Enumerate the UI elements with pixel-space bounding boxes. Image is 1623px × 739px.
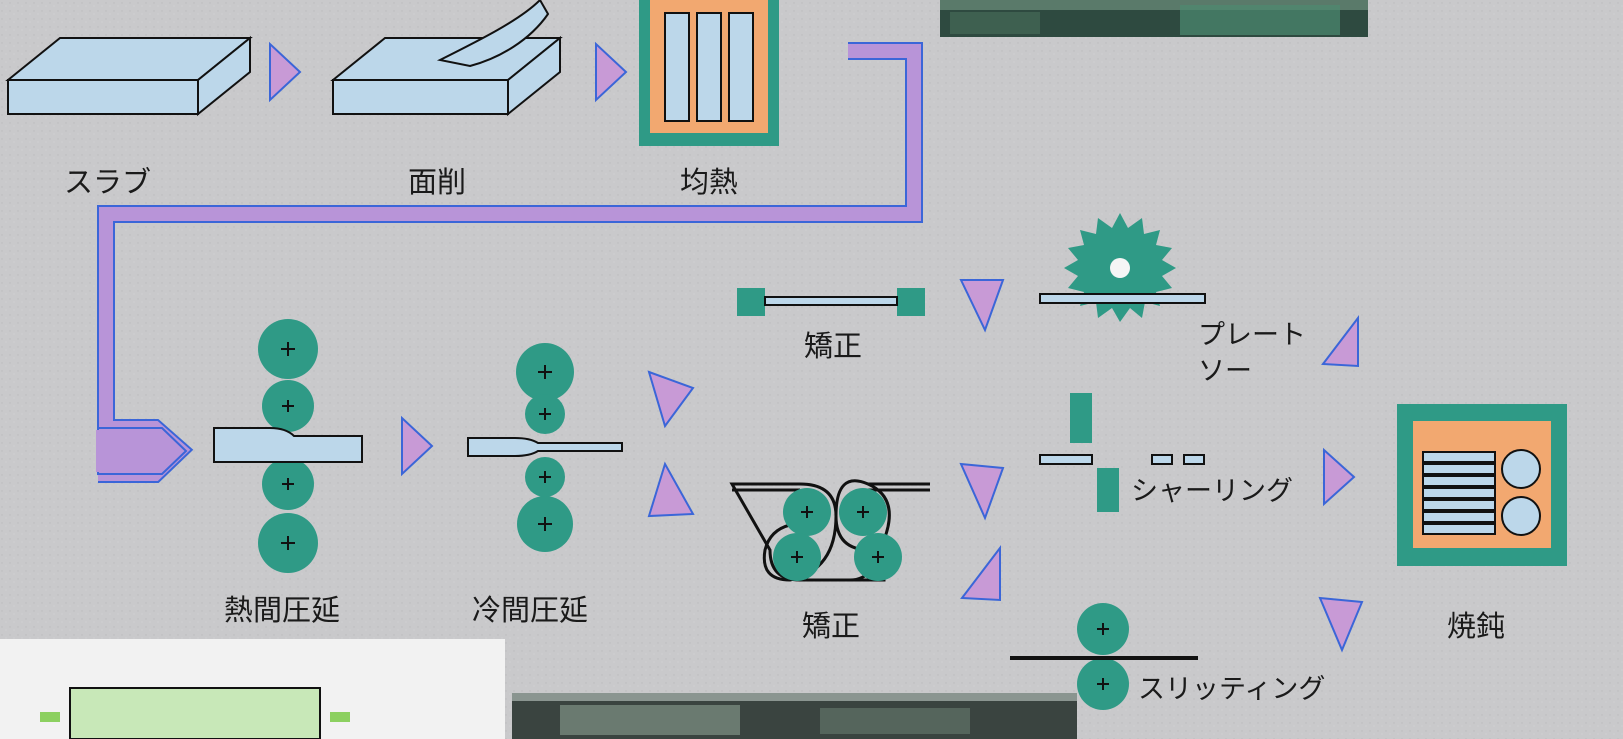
arrow-icon [1318, 596, 1364, 653]
annealing-furnace-icon [1397, 404, 1567, 566]
annealing-label: 焼鈍 [1447, 609, 1506, 643]
photo-fragment-bottom-middle [512, 693, 1077, 739]
arrow-icon [647, 461, 695, 518]
arrow-icon [401, 415, 434, 477]
scalping-icon [330, 0, 563, 117]
plate-saw-label: プレート ソー [1198, 320, 1306, 388]
soaking-furnace-icon [639, 0, 779, 146]
arrow-icon [959, 279, 1005, 333]
arrow-icon [269, 41, 302, 103]
plate-saw-icon [1039, 213, 1206, 322]
shearing-label: シャーリング [1131, 476, 1293, 507]
cold-rolling-icon [467, 343, 623, 552]
arrow-icon [1323, 447, 1356, 507]
slab-icon [5, 35, 253, 117]
scalping-label: 面削 [408, 165, 467, 199]
photo-fragment-bottom-left [0, 639, 505, 739]
arrow-icon [647, 370, 695, 429]
leveling-bottom-label: 矯正 [802, 609, 861, 643]
roller-leveler-icon [729, 479, 930, 582]
slitting-icon [1010, 603, 1198, 710]
slitting-label: スリッティング [1138, 674, 1326, 705]
shearing-icon [1039, 393, 1205, 512]
cold-rolling-label: 冷間圧延 [472, 593, 589, 627]
leveling-top-label: 矯正 [804, 329, 863, 363]
arrow-icon [1321, 315, 1359, 368]
stretch-leveler-icon [737, 288, 925, 316]
arrow-icon [595, 41, 628, 103]
photo-fragment-top [940, 0, 1368, 37]
flow-pipe [96, 42, 923, 483]
arrow-icon [959, 462, 1005, 521]
soaking-label: 均熱 [680, 165, 739, 199]
arrow-icon [960, 545, 1001, 602]
hot-rolling-icon [213, 319, 363, 573]
slab-label: スラブ [64, 165, 152, 199]
hot-rolling-label: 熱間圧延 [224, 593, 341, 627]
